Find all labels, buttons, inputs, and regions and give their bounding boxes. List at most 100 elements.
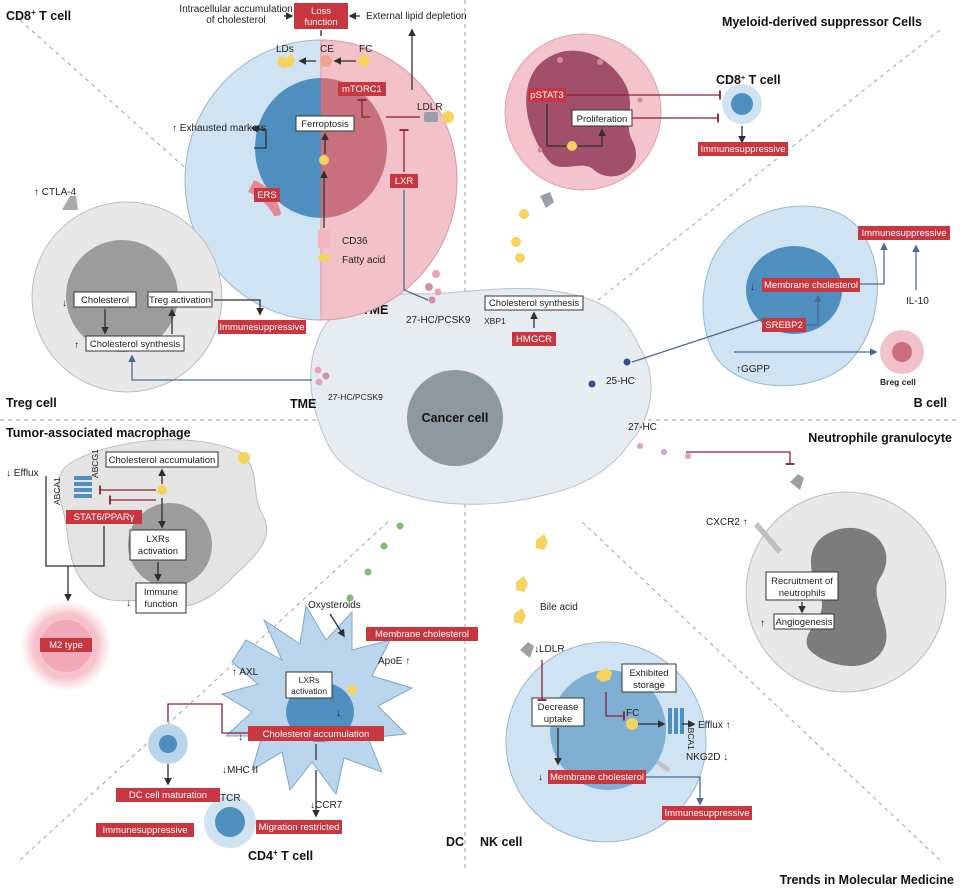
cd8-external: External lipid depletion <box>366 11 467 22</box>
ldlr-receptor-icon <box>424 112 438 122</box>
hc25-label: 25-HC <box>606 376 635 387</box>
bcell-immunosuppressive-box <box>858 226 950 240</box>
mdsc-cd8-label: CD8+ T cell <box>716 73 781 87</box>
decrease-line2: uptake <box>544 714 573 725</box>
treg-cholesterol-box <box>73 291 137 308</box>
angio-up: ↑ <box>760 618 765 629</box>
bcell-immunosuppressive: Immunesuppressive <box>861 228 946 239</box>
nk-abca1-label: ABCA1 <box>686 722 696 750</box>
treg-cholesterol: Cholesterol <box>81 295 129 306</box>
center-chol-synth: Cholesterol synthesis <box>489 298 580 309</box>
bcell-title: B cell <box>914 396 947 410</box>
ctla4-label: ↑ CTLA-4 <box>34 187 77 198</box>
tam-lxrs-line1: LXRs <box>146 534 169 545</box>
fc-molecule-icon <box>358 55 370 67</box>
nk-fc-label: FC <box>626 708 639 719</box>
nk-immunosuppressive-box <box>662 806 752 820</box>
mtorc1-box <box>338 82 386 96</box>
cd8-t-cell <box>184 39 458 321</box>
dc-membrane-chol: Membrane cholesterol <box>375 629 469 640</box>
exhibited-box <box>621 663 677 693</box>
srebp2-box <box>762 318 806 332</box>
tam-immune-down: ↓ <box>126 598 131 609</box>
recruit-box <box>765 571 839 601</box>
stat6-label: STAT6/PPARγ <box>74 512 135 523</box>
nk-ldlr-label: ↓LDLR <box>534 644 565 655</box>
bcell-membrane-chol: Membrane cholesterol <box>764 280 858 291</box>
tam-chol-accum: Cholesterol accumulation <box>109 455 216 466</box>
angiogenesis-label: Angiogenesis <box>775 617 832 628</box>
fc-label: FC <box>359 44 372 55</box>
cxcr2-label: CXCR2 ↑ <box>706 517 748 528</box>
dc-chol-accum: Cholesterol accumulation <box>263 729 370 740</box>
abc-transporter-icon <box>74 476 92 498</box>
chol-synth-box <box>484 295 584 311</box>
il10-label: IL-10 <box>906 296 929 307</box>
axl-label: ↑ AXL <box>232 667 259 678</box>
ers-label: ERS <box>257 190 277 201</box>
nk-abca1-icon <box>668 708 684 734</box>
proliferation-label: Proliferation <box>577 114 628 125</box>
tam-lxrs-box <box>129 529 187 561</box>
dc-lxrs-box <box>285 671 333 699</box>
exhibited-line1: Exhibited <box>629 668 668 679</box>
dc-lxrs-line2: activation <box>291 686 327 696</box>
ers-box <box>254 188 280 202</box>
treg-synthesis-box <box>85 335 185 352</box>
cd8-title: CD8+ T cell <box>6 8 71 23</box>
membrane-down: ↓ <box>750 282 755 293</box>
exhibited-line2: storage <box>633 680 665 691</box>
nk-efflux-label: Efflux ↑ <box>698 720 731 731</box>
dc-immunosuppressive-box <box>96 823 194 837</box>
ce-label: CE <box>320 44 334 55</box>
dc-accum-down: ↓ <box>238 732 243 743</box>
loss-line1: Loss <box>311 6 331 17</box>
tcr-label: TCR <box>220 793 241 804</box>
dc-immunosuppressive: Immunesuppressive <box>102 825 187 836</box>
nk-membrane-chol: Membrane cholesterol <box>550 772 644 783</box>
pcsk9-left: 27-HC/PCSK9 <box>328 392 383 402</box>
ferroptosis-label: Ferroptosis <box>301 119 349 130</box>
bile-acid-label: Bile acid <box>540 602 578 613</box>
tam-lxrs-line2: activation <box>138 546 178 557</box>
cancer-cell-label: Cancer cell <box>422 411 489 425</box>
cd36-label: CD36 <box>342 236 368 247</box>
dc-lxrs-line1: LXRs <box>299 675 320 685</box>
nk-membrane-down: ↓ <box>538 772 543 783</box>
mdsc-immunosuppressive: Immunesuppressive <box>700 144 785 155</box>
fatty-acid-label: Fatty acid <box>342 255 385 266</box>
treg-synthesis: Cholesterol synthesis <box>90 339 181 350</box>
dc-maturation-box <box>116 788 220 802</box>
ce-molecule-icon <box>320 55 332 67</box>
stat6-box <box>66 510 142 524</box>
ferroptosis-box <box>295 115 355 132</box>
treg-immunosuppressive: Immunesuppressive <box>219 322 304 333</box>
tam-immune-box <box>135 582 187 614</box>
breg-label: Breg cell <box>880 377 916 387</box>
mtorc1-label: mTORC1 <box>342 84 382 95</box>
nk-title: NK cell <box>480 835 522 849</box>
cd8-intracellular: Intracellular accumulation <box>179 4 292 15</box>
lipid-droplet-icon <box>277 54 295 68</box>
hmgcr-box <box>512 332 556 346</box>
lds-label: LDs <box>276 44 294 55</box>
treg-synth-up: ↑ <box>74 340 79 351</box>
angio-box <box>773 613 835 630</box>
molecule-dots <box>314 209 691 624</box>
decrease-box <box>531 697 585 727</box>
ggpp-label: ↑GGPP <box>736 364 770 375</box>
nk-immunosuppressive: Immunesuppressive <box>664 808 749 819</box>
treg-immunosuppressive-box <box>218 320 306 334</box>
m2-box <box>40 638 92 652</box>
tam-immune-line2: function <box>144 599 177 610</box>
recruit-line1: Recruitment of <box>771 576 833 587</box>
tam-title: Tumor-associated macrophage <box>6 426 191 440</box>
exhausted-label: ↑ Exhausted markers <box>172 123 266 134</box>
oxysteroids-label: Oxysteroids <box>308 600 361 611</box>
lxr-label: LXR <box>395 176 414 187</box>
pstat3-box <box>528 88 566 102</box>
migration-box <box>256 820 342 834</box>
migration-label: Migration restricted <box>259 822 340 833</box>
cancer-cell: Cancer cell <box>310 288 652 505</box>
